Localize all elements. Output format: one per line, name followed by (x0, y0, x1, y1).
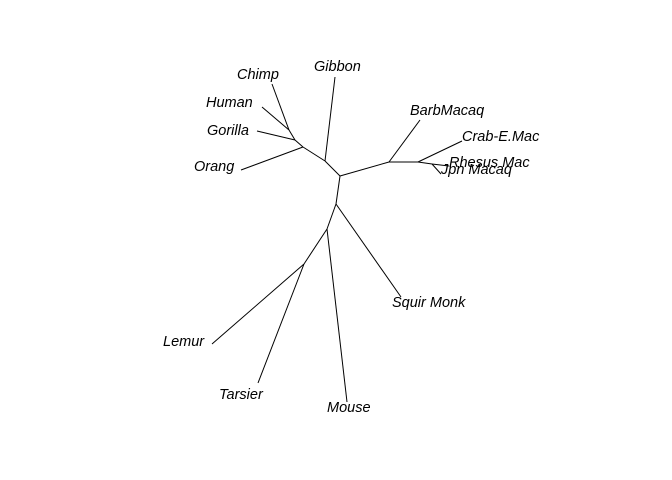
tip-label-mouse: Mouse (327, 400, 371, 416)
branch-tarsier (257, 263, 305, 384)
branch-rhesus-jpn (417, 161, 433, 165)
branch-crab-e-mac (417, 140, 463, 163)
tip-label-barbmacaq: BarbMacaq (410, 103, 484, 119)
tip-label-gorilla: Gorilla (207, 123, 249, 139)
branch-gibbon (324, 76, 336, 162)
branch-human-chimp (288, 129, 296, 141)
branch-jpn-macaq (431, 163, 442, 175)
branch-prosimians (303, 228, 328, 265)
tip-label-squir-monk: Squir Monk (392, 295, 466, 311)
branch-old-world-monkeys (339, 161, 390, 177)
branch-apes (324, 160, 341, 177)
tip-label-human: Human (206, 95, 253, 111)
tip-label-rhesus-mac: Rhesus Mac (449, 155, 530, 171)
branch-prosimians-mouse (326, 203, 337, 230)
branch-central (335, 175, 341, 205)
tip-label-crab-e-mac: Crab-E.Mac (462, 129, 540, 145)
branch-african-apes (294, 139, 304, 148)
branch-orang (240, 146, 304, 171)
branch-gorilla (256, 130, 296, 141)
branch-rhesus-mac (431, 163, 450, 167)
tip-label-tarsier: Tarsier (219, 387, 264, 403)
branch-lemur (211, 263, 305, 345)
tip-label-jpn-macaq: Jpn Macaq (440, 162, 512, 178)
tip-label-chimp: Chimp (237, 67, 279, 83)
tip-label-lemur: Lemur (163, 334, 205, 350)
branch-chimp (271, 83, 290, 131)
branch-mouse (326, 228, 348, 403)
branch-squir-monk (335, 203, 402, 298)
branch-great-apes (302, 146, 326, 162)
branch-barbmacaq (388, 119, 421, 163)
branch-human (261, 106, 290, 131)
tip-label-orang: Orang (194, 159, 234, 175)
tip-label-gibbon: Gibbon (314, 59, 361, 75)
